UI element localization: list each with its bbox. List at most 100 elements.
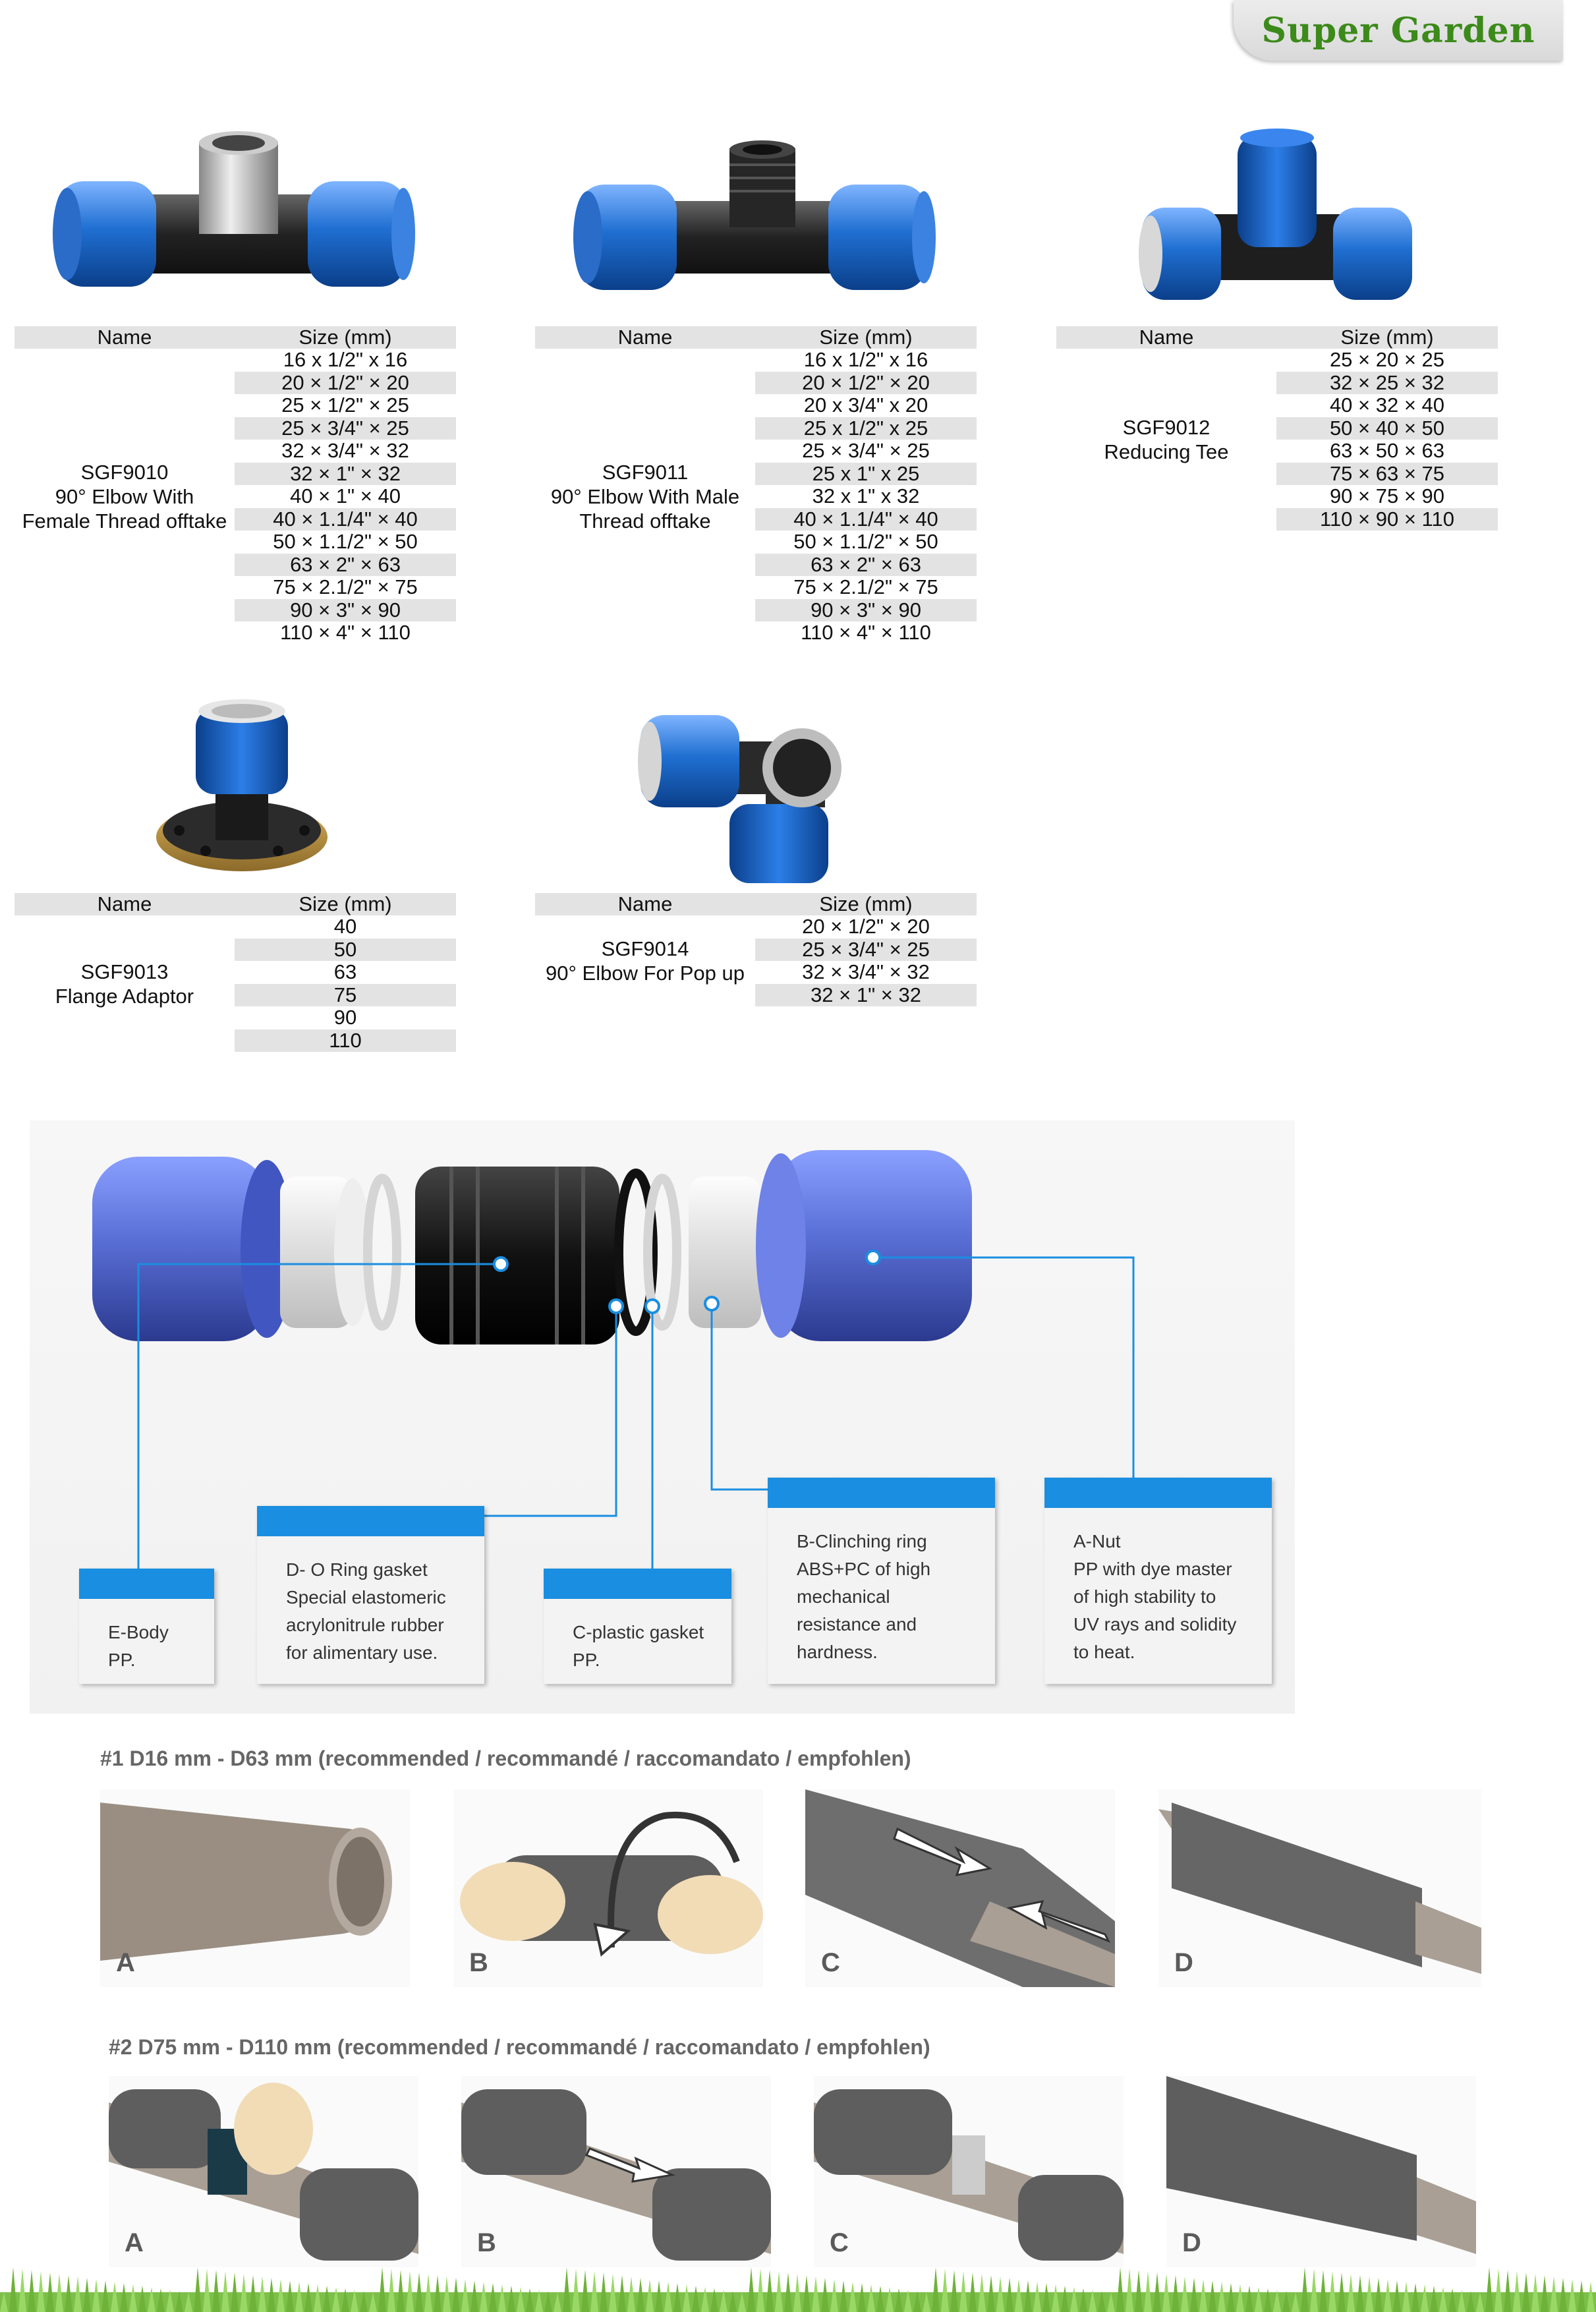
size-row: 63 × 2" × 63	[235, 553, 456, 576]
size-row: 20 × 1/2" × 20	[755, 371, 977, 394]
header-size: Size (mm)	[299, 892, 392, 915]
size-column: 16 x 1/2" x 16 20 × 1/2" × 20 20 x 3/4" …	[755, 348, 977, 645]
size-row: 50 × 1.1/2" × 50	[273, 530, 418, 553]
size-column: 16 x 1/2" x 16 20 × 1/2" × 20 25 × 1/2" …	[235, 348, 456, 645]
callout-line: PP.	[108, 1650, 136, 1670]
size-row: 32 × 3/4" × 32	[802, 960, 930, 983]
size-row: 32 × 1" × 32	[755, 983, 977, 1006]
insert-pipe-image	[805, 1789, 1115, 1987]
size-row: 32 × 1" × 32	[235, 462, 456, 485]
callout-line: Special elastomeric	[286, 1587, 446, 1607]
size-table-sgf9014: Name Size (mm) SGF9014 90° Elbow For Pop…	[535, 893, 977, 1006]
table-header: Name Size (mm)	[14, 326, 456, 349]
product-name-line: 90° Elbow With Male	[550, 484, 740, 508]
install-1-step-a: A	[100, 1789, 410, 1987]
size-table-sgf9011: Name Size (mm) SGF9011 90° Elbow With Ma…	[535, 326, 977, 645]
pipe-image	[100, 1789, 410, 1987]
size-row: 20 x 3/4" x 20	[803, 393, 928, 417]
callout-b-clinching-ring: B-Clinching ring ABS+PC of high mechanic…	[768, 1478, 995, 1684]
brand-tab: Super Garden	[1234, 0, 1563, 61]
callout-title: E-Body	[108, 1622, 169, 1642]
size-row: 110 × 4" × 110	[801, 621, 931, 644]
callout-line: PP with dye master	[1073, 1559, 1232, 1579]
size-table-sgf9013: Name Size (mm) SGF9013 Flange Adaptor 40…	[14, 893, 456, 1052]
install-2-step-a: A	[109, 2076, 418, 2267]
slide-ring-image	[461, 2076, 771, 2267]
step-letter: D	[1182, 2228, 1201, 2257]
exploded-fitting-illustration	[92, 1150, 1135, 1569]
step-letter: B	[469, 1948, 488, 1977]
header-name: Name	[97, 892, 152, 915]
header-name: Name	[1139, 326, 1194, 349]
step-letter: D	[1174, 1948, 1193, 1977]
product-name-cell: SGF9013 Flange Adaptor	[14, 915, 235, 1052]
product-name-line: Female Thread offtake	[22, 509, 227, 533]
table-header: Name Size (mm)	[14, 893, 456, 915]
size-column: 25 × 20 × 25 32 × 25 × 32 40 × 32 × 40 5…	[1276, 348, 1498, 531]
product-name-line: Thread offtake	[579, 509, 711, 533]
size-table-sgf9012: Name Size (mm) SGF9012 Reducing Tee 25 ×…	[1056, 326, 1498, 531]
install-1-step-b: B	[453, 1789, 763, 1987]
callout-title: A-Nut	[1073, 1531, 1121, 1551]
product-code: SGF9011	[602, 460, 689, 484]
header-size: Size (mm)	[299, 326, 392, 349]
size-row: 110 × 4" × 110	[280, 621, 411, 644]
table-header: Name Size (mm)	[1056, 326, 1498, 349]
install-2-step-c: C	[814, 2076, 1124, 2267]
brand-name: Super Garden	[1261, 10, 1535, 51]
size-row: 90	[333, 1006, 357, 1029]
product-name-cell: SGF9012 Reducing Tee	[1056, 349, 1276, 531]
size-column: 20 × 1/2" × 20 25 × 3/4" × 25 32 × 3/4" …	[755, 915, 977, 1006]
install-1-step-c: C	[805, 1789, 1115, 1987]
product-name-cell: SGF9014 90° Elbow For Pop up	[535, 915, 755, 1006]
callout-a-nut: A-Nut PP with dye master of high stabili…	[1044, 1478, 1272, 1684]
exploded-fitting-diagram: E-Body PP. D- O Ring gasket Special elas…	[30, 1120, 1295, 1714]
callout-title: B-Clinching ring	[797, 1531, 927, 1551]
callout-c-plastic-gasket: C-plastic gasket PP.	[544, 1569, 731, 1684]
callout-line: resistance and	[797, 1614, 917, 1634]
table-header: Name Size (mm)	[535, 326, 977, 349]
header-size: Size (mm)	[1340, 326, 1434, 349]
size-row: 75 × 2.1/2" × 75	[793, 575, 938, 598]
size-row: 40	[333, 915, 357, 938]
product-code: SGF9012	[1122, 416, 1211, 439]
size-row: 32 x 1" x 32	[812, 484, 920, 507]
size-row: 32 × 25 × 32	[1276, 371, 1498, 394]
step-letter: A	[125, 2228, 144, 2257]
callout-e-body: E-Body PP.	[79, 1569, 214, 1684]
size-row: 16 x 1/2" x 16	[283, 348, 408, 371]
size-row: 40 × 32 × 40	[1329, 393, 1445, 417]
callout-line: of high stability to	[1073, 1586, 1216, 1607]
callout-title: D- O Ring gasket	[286, 1559, 428, 1580]
product-name-line: Flange Adaptor	[55, 984, 194, 1008]
size-row: 110 × 90 × 110	[1276, 507, 1498, 531]
callout-d-o-ring: D- O Ring gasket Special elastomeric acr…	[257, 1506, 484, 1684]
callout-line: acrylonitrule rubber	[286, 1615, 444, 1635]
step-letter: A	[116, 1948, 135, 1977]
product-name-cell: SGF9011 90° Elbow With Male Thread offta…	[535, 349, 755, 645]
size-row: 40 × 1.1/4" × 40	[235, 507, 456, 531]
product-code: SGF9010	[80, 460, 169, 484]
callout-line: ABS+PC of high	[797, 1559, 931, 1579]
size-row: 50 × 1.1/2" × 50	[793, 530, 938, 553]
size-row: 63	[333, 960, 357, 983]
size-row: 90 × 3" × 90	[755, 598, 977, 621]
size-row: 16 x 1/2" x 16	[803, 348, 928, 371]
size-row: 25 x 1" x 25	[755, 462, 977, 485]
install-2-step-d: D	[1166, 2076, 1476, 2267]
size-row: 63 × 2" × 63	[755, 553, 977, 576]
size-row: 20 × 1/2" × 20	[235, 371, 456, 394]
product-name-line: 90° Elbow With	[55, 484, 194, 508]
tee-male-thread-image	[573, 140, 936, 290]
header-name: Name	[617, 892, 673, 915]
header-name: Name	[97, 326, 152, 349]
callout-title: C-plastic gasket	[573, 1622, 704, 1642]
install-2-step-b: B	[461, 2076, 771, 2267]
size-table-sgf9010: Name Size (mm) SGF9010 90° Elbow With Fe…	[14, 326, 456, 645]
size-row: 25 × 20 × 25	[1329, 348, 1445, 371]
product-name-line: 90° Elbow For Pop up	[546, 962, 745, 985]
header-name: Name	[617, 326, 673, 349]
size-row: 25 x 1/2" x 25	[755, 417, 977, 440]
size-row: 75 × 63 × 75	[1276, 462, 1498, 485]
product-name-cell: SGF9010 90° Elbow With Female Thread off…	[14, 349, 235, 645]
